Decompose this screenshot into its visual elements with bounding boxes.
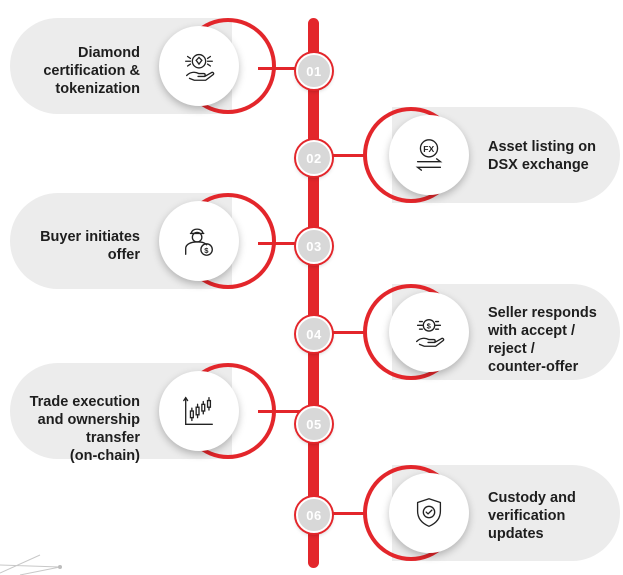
timeline-spine xyxy=(308,18,319,568)
step-1-arc xyxy=(180,18,276,114)
svg-text:FX: FX xyxy=(423,144,434,154)
step-6-number: 06 xyxy=(296,497,332,533)
step-3-arc xyxy=(180,193,276,289)
svg-text:$: $ xyxy=(204,246,209,255)
step-3-connector xyxy=(258,242,310,245)
step-4-number: 04 xyxy=(296,316,332,352)
step-3-number: 03 xyxy=(296,228,332,264)
step-4-connector xyxy=(317,331,367,334)
step-5-connector xyxy=(258,410,310,413)
svg-text:$: $ xyxy=(427,322,432,331)
step-6-connector xyxy=(317,512,367,515)
step-3-icon-disc: $ xyxy=(159,201,239,281)
step-1-number: 01 xyxy=(296,53,332,89)
step-2-icon-disc: FX xyxy=(389,115,469,195)
shield-check-icon xyxy=(416,498,442,527)
candlestick-chart-icon xyxy=(183,396,213,425)
diamond-hand-icon xyxy=(185,53,215,81)
decorative-network-lines xyxy=(0,554,62,575)
buyer-offer-icon: $ xyxy=(185,228,213,256)
step-2-connector xyxy=(317,154,367,157)
step-5-number: 05 xyxy=(296,406,332,442)
fx-exchange-icon: FX xyxy=(415,139,443,171)
step-1-icon-disc xyxy=(159,26,239,106)
step-1-connector xyxy=(258,67,310,70)
step-5-icon-disc xyxy=(159,371,239,451)
step-6-icon-disc xyxy=(389,473,469,553)
money-hand-icon: $ xyxy=(415,318,445,347)
step-4-icon-disc: $ xyxy=(389,292,469,372)
step-2-number: 02 xyxy=(296,140,332,176)
